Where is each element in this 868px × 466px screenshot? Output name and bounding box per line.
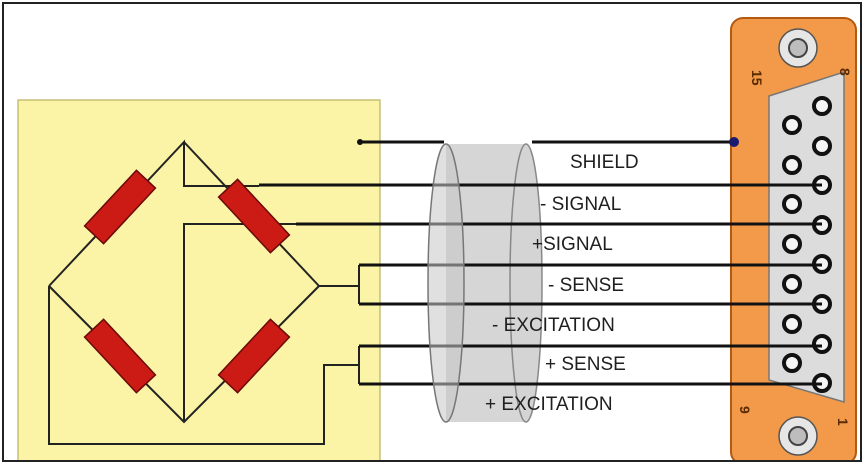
label-pos-signal: +SIGNAL: [532, 234, 613, 255]
cable-shield-front: [427, 143, 465, 423]
label-neg-excitation: - EXCITATION: [492, 315, 615, 336]
mounting-screw-top: [778, 28, 818, 68]
diagram-frame: 15 8 9 1 SHIELD - SIGNAL +SIGNAL - SENSE…: [2, 2, 862, 462]
shield-ground-dot: [729, 137, 739, 147]
pin-label-15: 15: [749, 70, 765, 86]
pin-label-1: 1: [835, 418, 851, 426]
pin-label-8: 8: [837, 68, 853, 76]
load-cell-wiring-diagram: 15 8 9 1 SHIELD - SIGNAL +SIGNAL - SENSE…: [17, 17, 857, 460]
mounting-screw-bottom: [778, 416, 818, 456]
resistor-bottom-right: [217, 318, 291, 394]
resistor-top-left: [83, 169, 157, 245]
label-shield: SHIELD: [570, 152, 639, 173]
label-pos-sense: + SENSE: [545, 354, 626, 375]
resistor-top-right: [217, 178, 291, 254]
load-cell-board: [17, 99, 381, 460]
db15-connector: 15 8 9 1: [730, 17, 857, 460]
label-neg-sense: - SENSE: [548, 275, 624, 296]
label-pos-excitation: + EXCITATION: [485, 394, 613, 415]
shield-connection-dot: [357, 139, 363, 145]
resistor-bottom-left: [83, 318, 157, 394]
label-neg-signal: - SIGNAL: [540, 194, 621, 215]
pin-label-9: 9: [737, 406, 753, 414]
